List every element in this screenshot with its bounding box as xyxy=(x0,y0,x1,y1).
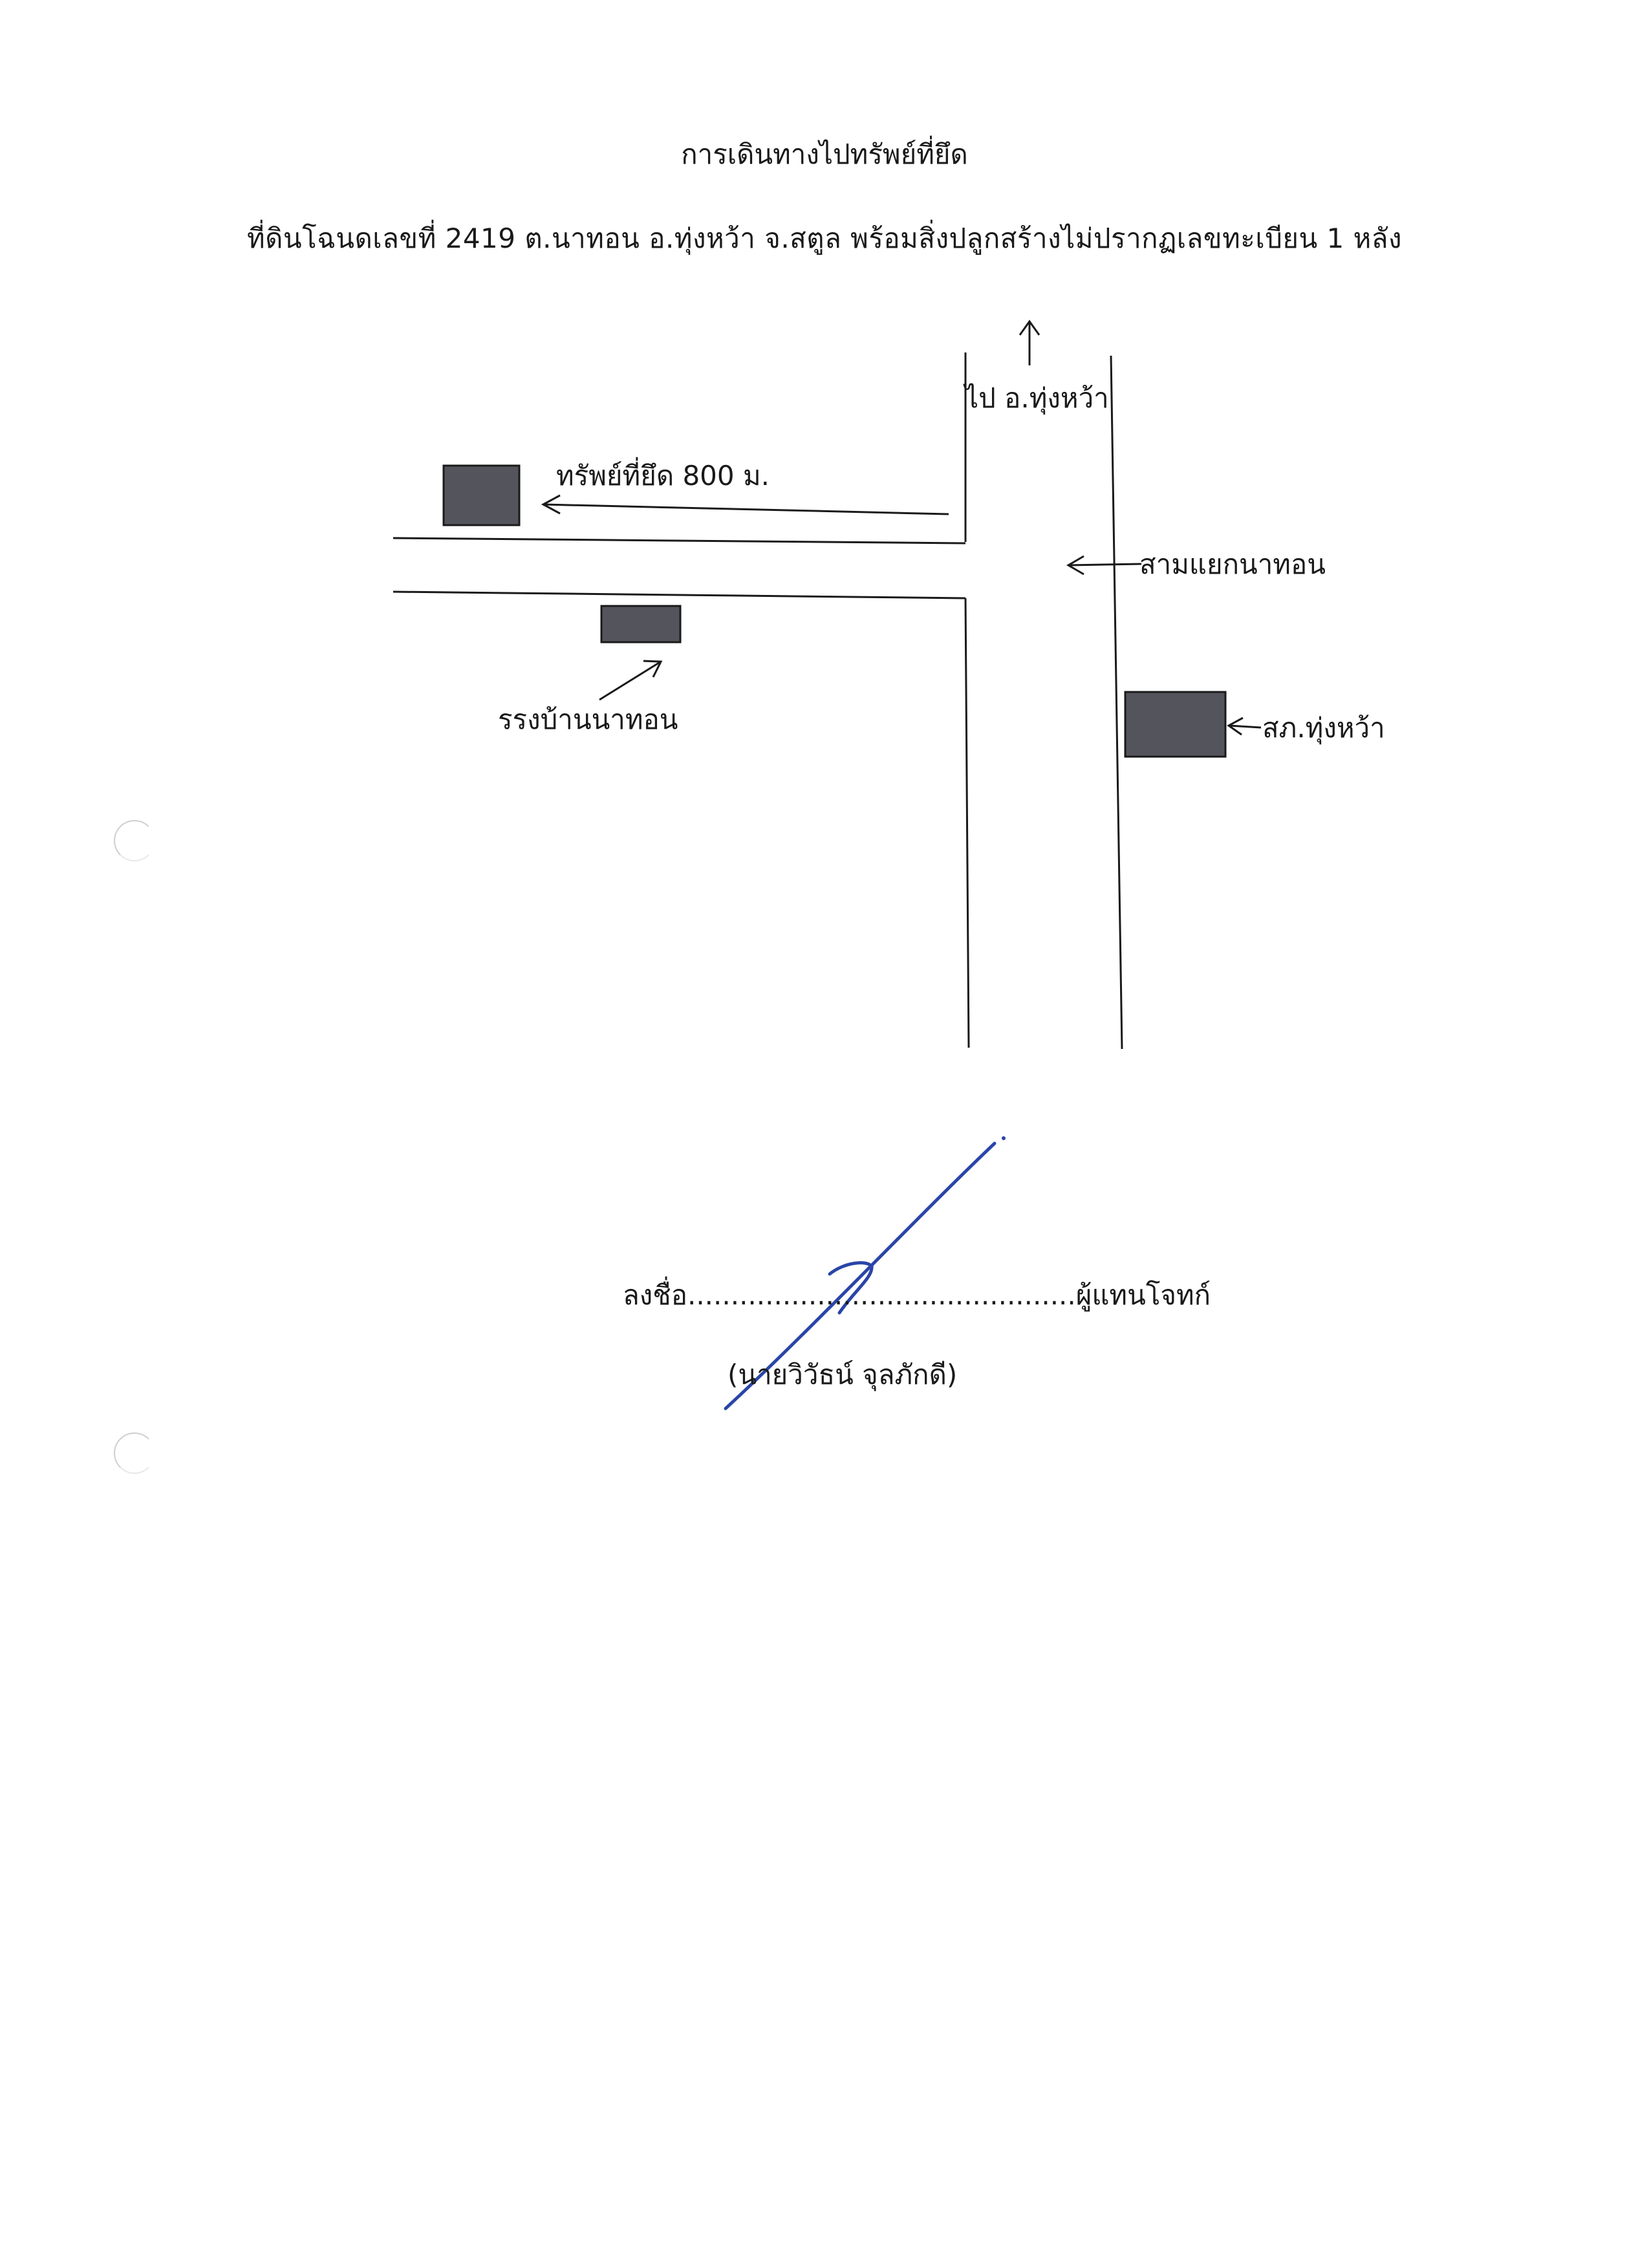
junction-label: สามแยกนาทอน xyxy=(1139,548,1326,580)
document-subtitle: ที่ดินโฉนดเลขที่ 2419 ต.นาทอน อ.ทุ่งหว้า… xyxy=(246,222,1403,254)
punch-hole-bottom xyxy=(114,1432,155,1474)
junction-arrow-head xyxy=(1066,555,1084,576)
punch-hole-top xyxy=(114,820,155,861)
signature-hook xyxy=(828,1261,874,1315)
police-station-arrow-head xyxy=(1227,717,1244,736)
seized-property-arrow-shaft xyxy=(543,503,949,515)
north-arrow-head xyxy=(1018,319,1040,336)
seized-property-arrow-head xyxy=(541,494,561,515)
signature-dot xyxy=(1002,1136,1006,1140)
school-arrow-head xyxy=(643,660,663,678)
police-station-marker xyxy=(1124,691,1227,758)
north-direction-label: ไป อ.ทุ่งหว้า xyxy=(965,382,1109,414)
side-road-top-edge xyxy=(393,537,966,545)
police-station-label: สภ.ทุ่งหว้า xyxy=(1262,712,1385,744)
seized-property-marker xyxy=(442,464,521,526)
police-station-arrow-shaft xyxy=(1228,724,1262,729)
school-arrow-shaft xyxy=(599,660,662,701)
signature-line: ลงชื่อ..................................… xyxy=(623,1279,1211,1311)
seized-property-label: ทรัพย์ที่ยึด 800 ม. xyxy=(556,460,770,491)
school-label: รรงบ้านนาทอน xyxy=(498,704,678,735)
signatory-name: (นายวิวัธน์ จุลภักดี) xyxy=(727,1359,958,1390)
main-road-right-edge xyxy=(1110,355,1123,1050)
side-road-bottom-edge xyxy=(393,590,966,599)
document-title: การเดินทางไปทรัพย์ที่ยึด xyxy=(681,138,968,170)
signature-stroke xyxy=(724,1141,997,1410)
junction-arrow-shaft xyxy=(1068,563,1142,567)
school-marker xyxy=(600,605,682,643)
main-road-left-edge-lower xyxy=(964,598,970,1048)
